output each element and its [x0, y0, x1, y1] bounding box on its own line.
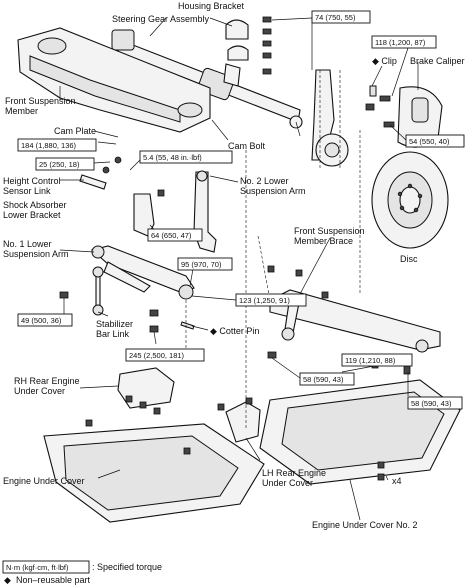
torque-58-b: 58 (590, 43): [411, 399, 452, 408]
stabilizer-bar-link: [59, 266, 159, 333]
label-engine-under-cover-no2: Engine Under Cover No. 2: [312, 520, 418, 530]
label-disc: Disc: [400, 254, 418, 264]
legend-specified-torque: : Specified torque: [92, 562, 162, 572]
label-height-control-2: Sensor Link: [3, 186, 51, 196]
torque-25: 25 (250, 18): [39, 160, 80, 169]
label-brake-caliper: Brake Caliper: [410, 56, 465, 66]
torque-74: 74 (750, 55): [315, 13, 356, 22]
torque-58-a: 58 (590, 43): [303, 375, 344, 384]
label-height-control-1: Height Control: [3, 176, 61, 186]
legend-diamond-icon: ◆: [4, 575, 11, 585]
label-shock-bracket-2: Lower Bracket: [3, 210, 61, 220]
torque-118: 118 (1,200, 87): [375, 38, 426, 47]
torque-119: 119 (1,210, 88): [345, 356, 396, 365]
label-front-suspension-member-2: Member: [5, 106, 38, 116]
cotter-pin: [180, 321, 195, 330]
rh-rear-engine-under-cover: [117, 367, 175, 415]
label-stabilizer-2: Bar Link: [96, 329, 130, 339]
legend: N·m (kgf·cm, ft·lbf) : Specified torque …: [2, 560, 162, 585]
label-x4: x4: [392, 476, 402, 486]
torque-245: 245 (2,500, 181): [129, 351, 185, 360]
lh-rear-engine-under-cover: [217, 397, 261, 443]
housing-bracket: [225, 19, 249, 61]
label-member-brace-1: Front Suspension: [294, 226, 365, 236]
legend-unit-box: N·m (kgf·cm, ft·lbf): [6, 563, 69, 572]
torque-64: 64 (650, 47): [151, 231, 192, 240]
label-no2-lower-arm-2: Suspension Arm: [240, 186, 306, 196]
label-clip: ◆ Clip: [372, 56, 397, 66]
label-no1-lower-arm-1: No. 1 Lower: [3, 239, 52, 249]
front-suspension-member: [17, 27, 211, 133]
legend-non-reusable: Non–reusable part: [16, 575, 91, 585]
label-front-suspension-member-1: Front Suspension: [5, 96, 76, 106]
bolts-top: [262, 16, 272, 75]
height-control-sensor-link: [79, 156, 122, 190]
part-labels: Housing Bracket Steering Gear Assembly F…: [3, 1, 465, 530]
torque-54: 54 (550, 40): [409, 137, 450, 146]
label-rh-cover-1: RH Rear Engine: [14, 376, 80, 386]
label-steering-gear-assembly: Steering Gear Assembly: [112, 14, 210, 24]
label-housing-bracket: Housing Bracket: [178, 1, 245, 11]
torque-95: 95 (970, 70): [181, 260, 222, 269]
label-no2-lower-arm-1: No. 2 Lower: [240, 176, 289, 186]
label-member-brace-2: Member Brace: [294, 236, 353, 246]
label-lh-cover-1: LH Rear Engine: [262, 468, 326, 478]
no1-lower-suspension-arm: [90, 245, 195, 300]
engine-under-cover: [43, 419, 265, 523]
torque-123: 123 (1,250, 91): [239, 296, 290, 305]
label-engine-under-cover: Engine Under Cover: [3, 476, 85, 486]
torque-49: 49 (500, 36): [21, 316, 62, 325]
label-stabilizer-1: Stabilizer: [96, 319, 133, 329]
label-cotter-pin: ◆ Cotter Pin: [210, 326, 259, 336]
label-shock-bracket-1: Shock Absorber: [3, 200, 67, 210]
torque-specs: 74 (750, 55) 118 (1,200, 87) 54 (550, 40…: [17, 10, 465, 410]
torque-5-4: 5.4 (55, 48 in.·lbf): [143, 153, 202, 162]
label-cam-bolt: Cam Bolt: [228, 141, 266, 151]
label-cam-plate: Cam Plate: [54, 126, 96, 136]
label-rh-cover-2: Under Cover: [14, 386, 65, 396]
label-no1-lower-arm-2: Suspension Arm: [3, 249, 69, 259]
label-lh-cover-2: Under Cover: [262, 478, 313, 488]
brake-disc: [371, 151, 449, 249]
clip: [365, 85, 377, 111]
steering-knuckle: [311, 69, 349, 170]
torque-184: 184 (1,880, 136): [21, 141, 77, 150]
